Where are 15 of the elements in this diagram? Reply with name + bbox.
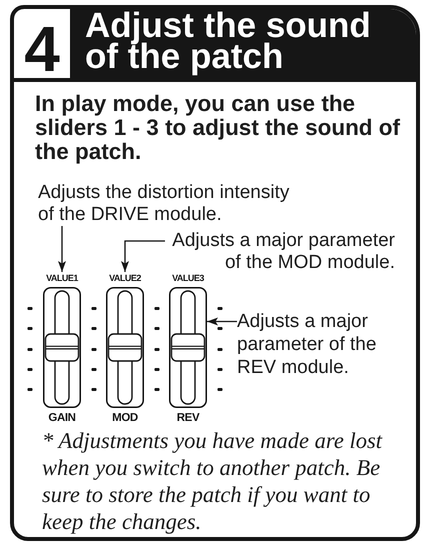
slider-label: VALUE3 [171,272,205,284]
intro-text: In play mode, you can use the sliders 1 - 3 to adjust the sound of the patch. [35,92,402,164]
leader-arrow [207,318,237,326]
slider-label: GAIN [47,411,77,425]
slider-label: VALUE2 [108,272,142,284]
slider-label: REV [176,411,200,425]
leader-arrow [121,240,165,272]
callout-text: Adjusts the distortion intensity of the DRIVE module. [38,182,298,226]
leader-arrow [58,226,66,272]
note-text: * Adjustments you have made are lost when you switch to another patch. Be sure to store the patch if you want to keep the changes. [42,427,384,535]
step-number: 4 [14,9,70,78]
callout-text: Adjusts a major parameter of the MOD module. [165,230,395,274]
slider-label: VALUE1 [45,272,80,284]
slider-label: MOD [111,411,139,425]
callout-text: Adjusts a major parameter of the REV module. [237,310,387,379]
